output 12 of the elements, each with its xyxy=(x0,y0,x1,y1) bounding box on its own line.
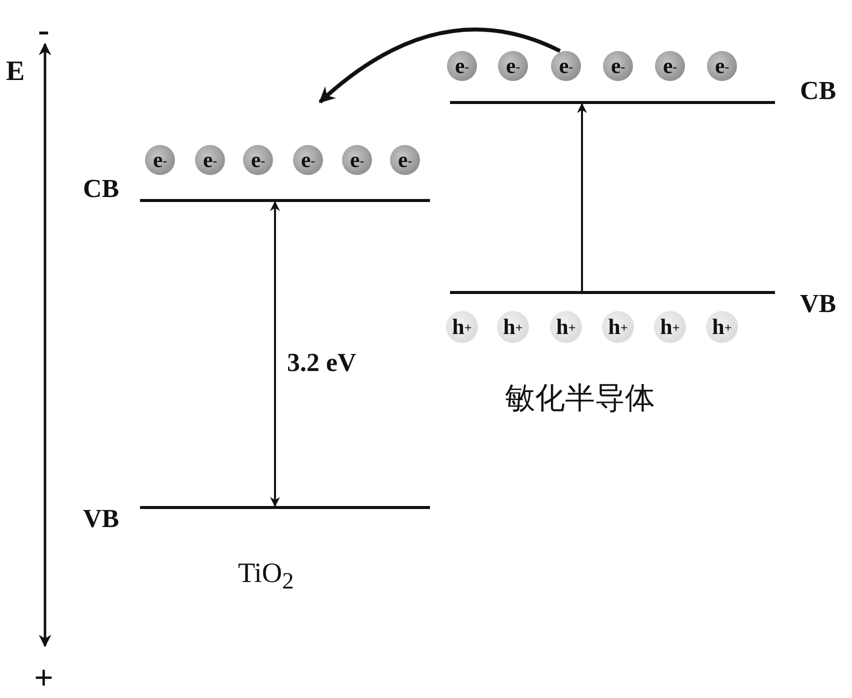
arrow xyxy=(318,28,561,104)
arrow xyxy=(577,103,587,291)
material-label: 敏化半导体 xyxy=(505,384,655,414)
band-label: CB xyxy=(83,176,120,202)
axis-label: E xyxy=(6,58,25,86)
band-label: CB xyxy=(800,78,836,104)
positive-sign: + xyxy=(34,662,54,696)
material-label: TiO$_{2}$ xyxy=(238,560,294,594)
arrow xyxy=(270,201,280,507)
negative-sign: - xyxy=(38,14,50,48)
band-label: VB xyxy=(83,506,120,532)
band-label: VB xyxy=(800,291,836,317)
